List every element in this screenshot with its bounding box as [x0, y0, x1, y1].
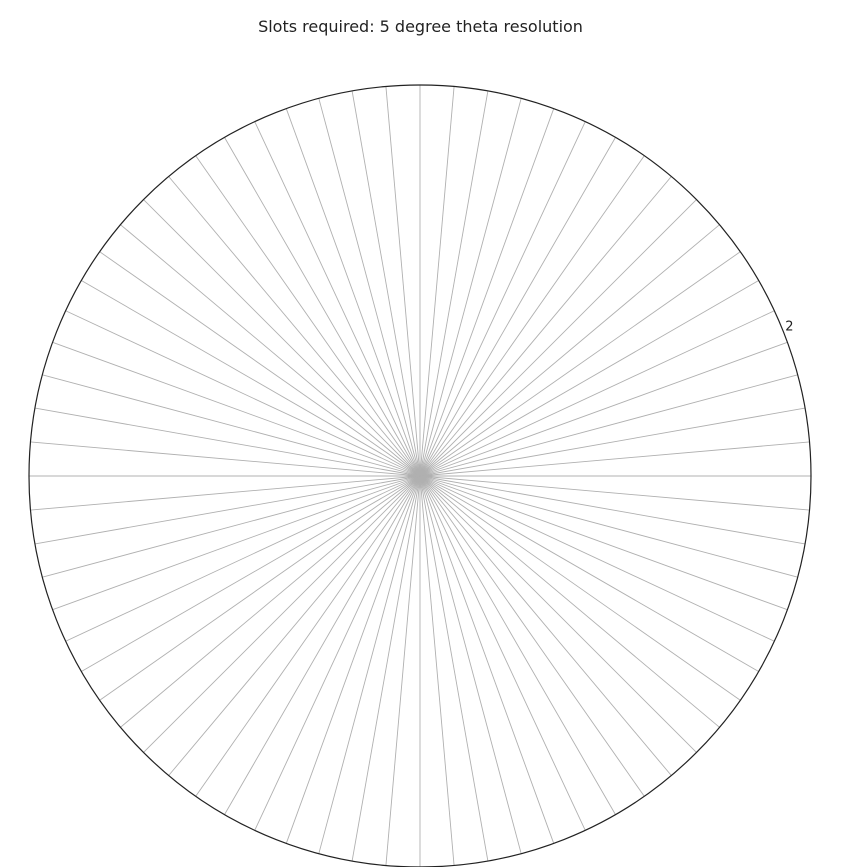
- theta-gridline: [34, 407, 421, 477]
- theta-gridline: [168, 176, 421, 477]
- theta-gridline: [120, 224, 421, 477]
- theta-gridline: [385, 86, 421, 477]
- theta-gridline: [285, 475, 421, 844]
- theta-gridline: [30, 475, 421, 511]
- theta-gridline: [34, 475, 421, 545]
- theta-gridline: [143, 475, 421, 753]
- theta-gridline: [419, 224, 720, 477]
- theta-gridline: [419, 475, 775, 642]
- theta-gridline: [419, 121, 586, 477]
- theta-gridline: [52, 341, 421, 477]
- theta-gridline: [419, 475, 788, 611]
- theta-gridline: [224, 137, 421, 477]
- theta-gridline: [419, 475, 586, 831]
- polar-frame: [28, 84, 812, 867]
- theta-gridline: [419, 407, 806, 477]
- theta-gridline: [419, 374, 798, 477]
- chart-title: Slots required: 5 degree theta resolutio…: [258, 17, 583, 36]
- theta-gridline: [419, 310, 775, 477]
- theta-gridline: [224, 475, 421, 815]
- theta-gridline: [81, 280, 421, 477]
- theta-gridline: [285, 108, 421, 477]
- theta-gridline: [419, 475, 672, 776]
- theta-gridline: [195, 155, 421, 477]
- theta-gridline: [254, 121, 421, 477]
- theta-gridline: [419, 475, 455, 866]
- theta-gridline: [65, 310, 421, 477]
- theta-gridline: [143, 199, 421, 477]
- theta-gridline: [419, 86, 455, 477]
- theta-gridline: [419, 475, 616, 815]
- theta-gridline: [419, 155, 645, 477]
- theta-gridline: [385, 475, 421, 866]
- theta-gridline: [419, 475, 810, 511]
- theta-gridline: [120, 475, 421, 728]
- theta-gridline: [351, 475, 421, 862]
- theta-gridline: [99, 251, 421, 477]
- theta-gridline: [419, 475, 645, 797]
- theta-gridline: [30, 441, 421, 477]
- theta-gridline: [419, 475, 555, 844]
- theta-gridline: [195, 475, 421, 797]
- theta-gridline: [419, 176, 672, 477]
- theta-gridline: [65, 475, 421, 642]
- theta-gridline: [318, 475, 421, 854]
- theta-gridline: [419, 251, 741, 477]
- theta-gridline: [419, 341, 788, 477]
- theta-gridline: [99, 475, 421, 701]
- theta-gridline: [419, 108, 555, 477]
- theta-gridline: [419, 475, 489, 862]
- theta-gridlines: [29, 85, 811, 867]
- theta-gridline: [419, 199, 697, 477]
- theta-gridline: [419, 475, 720, 728]
- theta-gridline: [81, 475, 421, 672]
- theta-gridline: [42, 475, 421, 578]
- theta-gridline: [419, 475, 759, 672]
- theta-gridline: [168, 475, 421, 776]
- theta-gridline: [419, 90, 489, 477]
- theta-gridline: [254, 475, 421, 831]
- theta-gridline: [351, 90, 421, 477]
- r-tick-label: 2: [785, 319, 793, 334]
- theta-gridline: [419, 475, 806, 545]
- theta-gridline: [419, 98, 522, 477]
- theta-gridline: [419, 475, 798, 578]
- theta-gridline: [318, 98, 421, 477]
- theta-gridline: [419, 475, 697, 753]
- theta-gridline: [419, 475, 522, 854]
- theta-gridline: [419, 475, 741, 701]
- theta-gridline: [52, 475, 421, 611]
- theta-gridline: [42, 374, 421, 477]
- theta-gridline: [419, 280, 759, 477]
- theta-gridline: [419, 137, 616, 477]
- theta-gridline: [419, 441, 810, 477]
